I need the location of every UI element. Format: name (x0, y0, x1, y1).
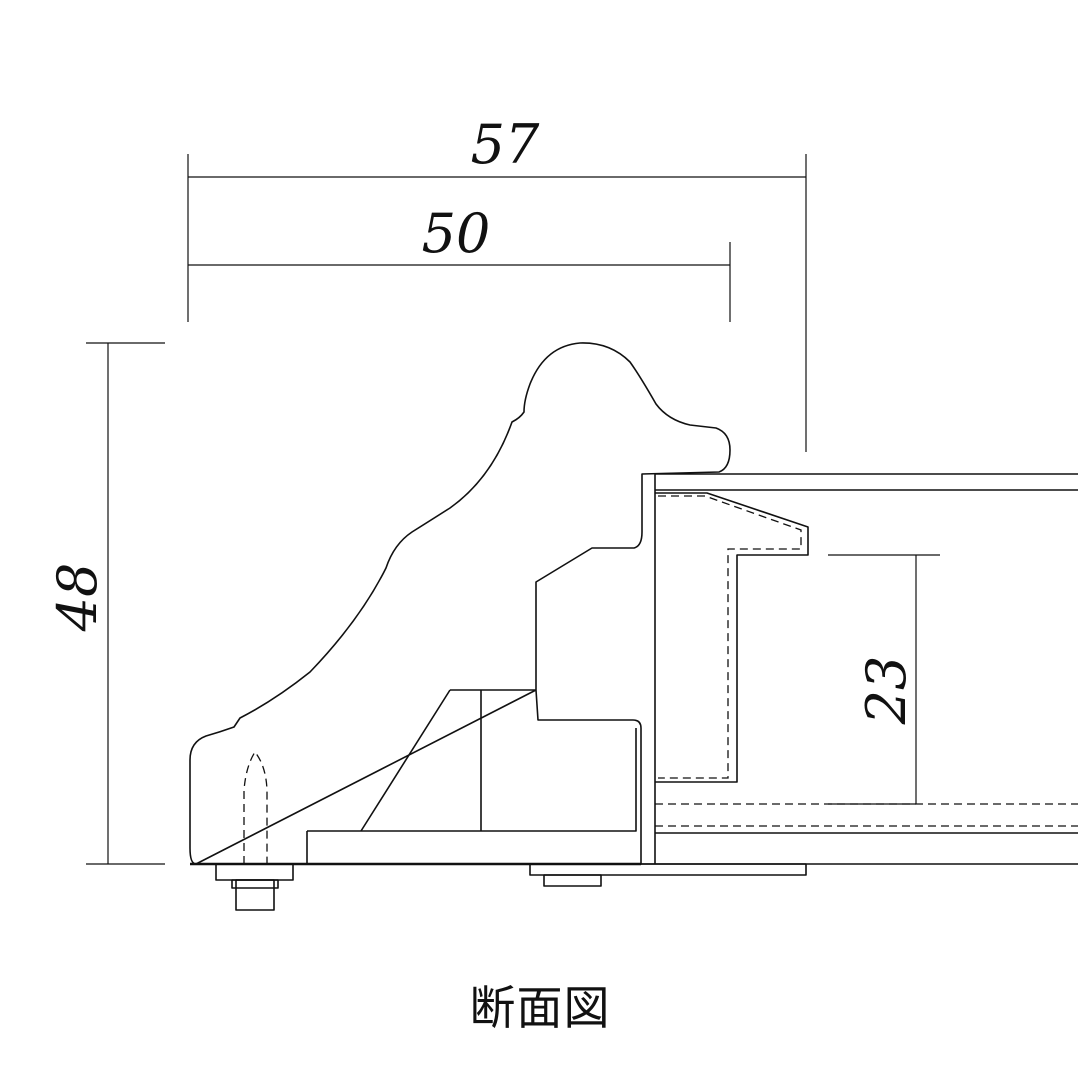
frame-profile (189, 342, 731, 866)
retaining-clip (655, 492, 809, 783)
diagram-caption: 断面図 (469, 981, 611, 1035)
glazing-panel (641, 473, 1078, 865)
bottom-fitting-left (215, 750, 294, 911)
dimension-50: 50 (188, 202, 731, 322)
dimension-57-label: 57 (471, 113, 540, 176)
backing-board (655, 803, 1078, 827)
dimension-23-label: 23 (855, 656, 918, 726)
dimension-57: 57 (187, 113, 807, 452)
dimension-48-label: 48 (46, 563, 109, 633)
dimension-23: 23 (828, 554, 940, 804)
dimension-48: 48 (46, 342, 165, 865)
bottom-fitting-right (529, 863, 807, 887)
dimension-50-label: 50 (422, 202, 491, 265)
